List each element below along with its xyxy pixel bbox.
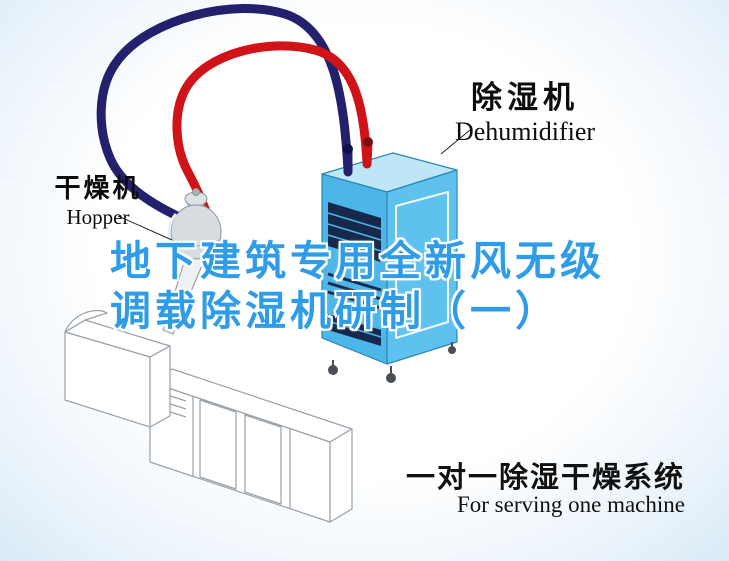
system-caption-cn: 一对一除湿干燥系统 bbox=[405, 460, 685, 494]
hopper-leader-line bbox=[117, 215, 173, 241]
dehumidifier-machine bbox=[321, 137, 458, 383]
extruder-machine-wireframe bbox=[64, 255, 353, 523]
hopper-label-cn: 干燥机 bbox=[54, 174, 142, 204]
hopper-dryer-unit bbox=[167, 188, 222, 260]
system-caption-en: For serving one machine bbox=[456, 492, 685, 517]
dehumidifier-leader-line bbox=[440, 129, 471, 155]
dehumidifier-label: 除湿机 Dehumidifier bbox=[430, 72, 620, 147]
pipe-supply-red bbox=[172, 41, 372, 219]
page-title-line2: 调载除湿机研制（一） bbox=[110, 287, 560, 335]
dehumidifier-label-cn: 除湿机 bbox=[471, 80, 579, 116]
page-title: 地下建筑专用全新风无级 调载除湿机研制（一） bbox=[110, 236, 605, 336]
hopper-label: 干燥机 Hopper bbox=[42, 168, 154, 230]
hopper-label-en: Hopper bbox=[66, 205, 130, 229]
dehumidifier-label-en: Dehumidifier bbox=[454, 117, 596, 146]
page-title-line1: 地下建筑专用全新风无级 bbox=[110, 237, 605, 285]
